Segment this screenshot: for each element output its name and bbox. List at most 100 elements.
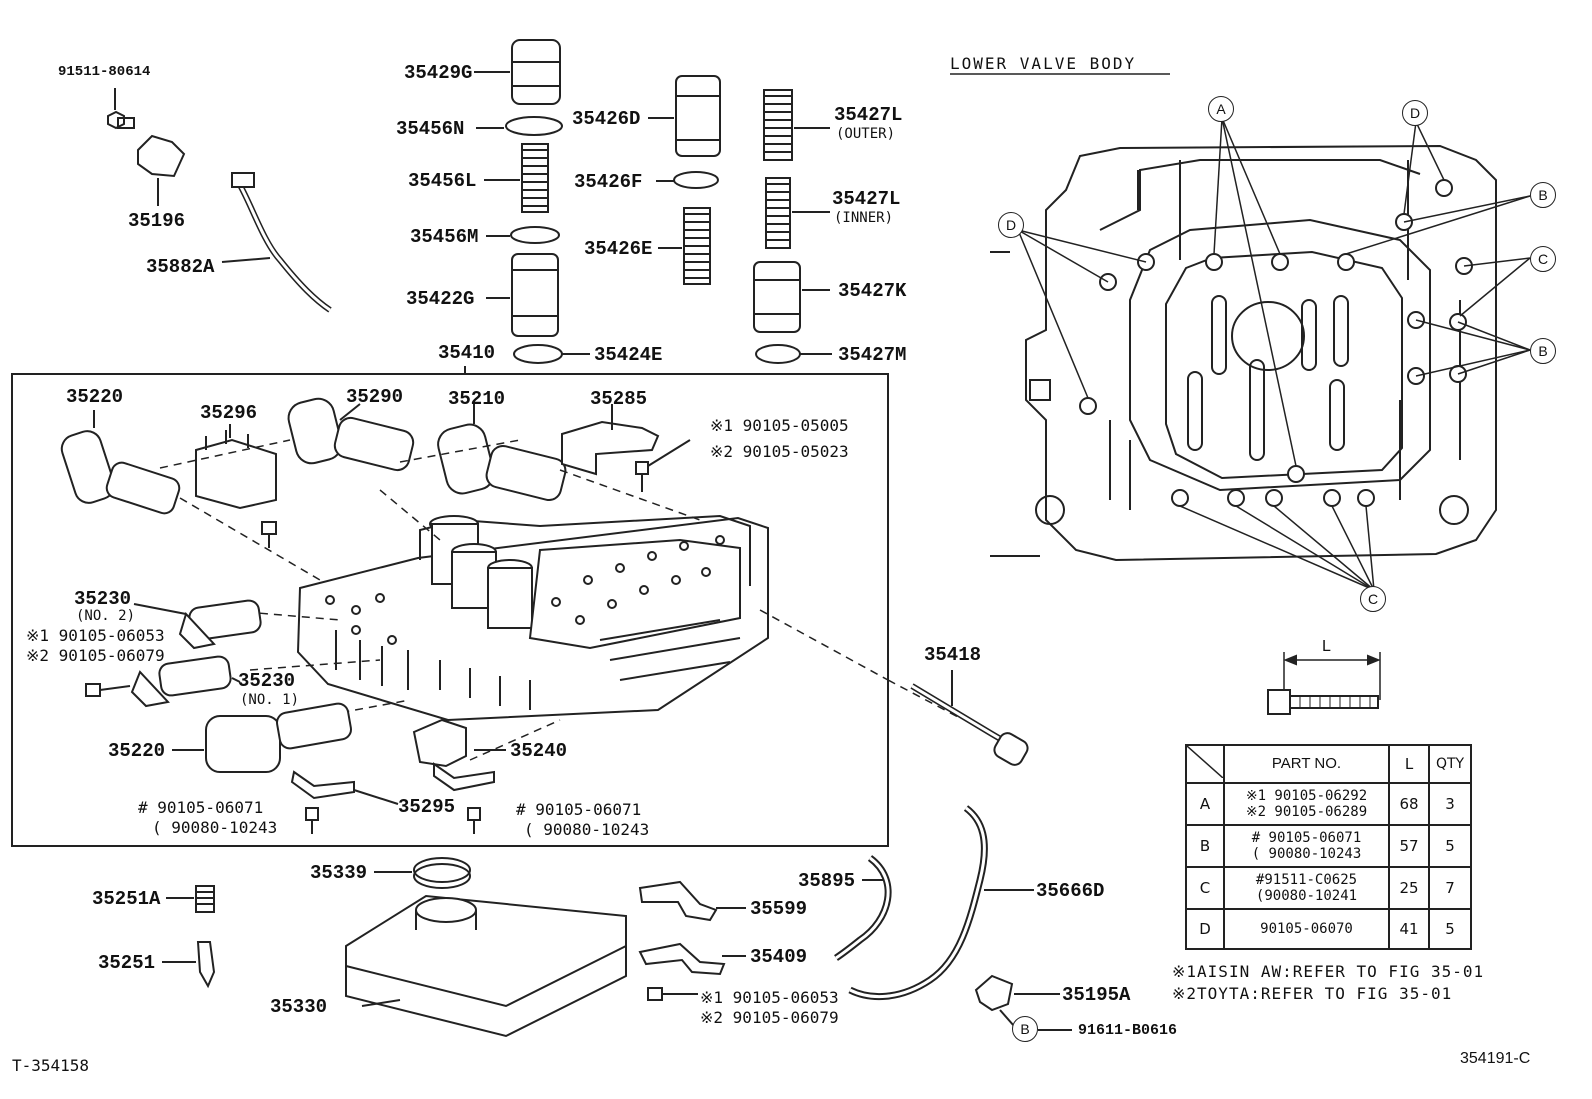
solenoid-35290-icon [287, 397, 415, 472]
label-35296: 35296 [200, 402, 258, 424]
length-label: L [1322, 638, 1331, 655]
lower-valve-body-view [950, 73, 1531, 591]
label-35426F: 35426F [574, 171, 643, 193]
label-35240: 35240 [510, 740, 568, 762]
table-row: B # 90105-06071( 90080-10243 57 5 [1185, 824, 1472, 868]
solenoid-35220-top-icon [60, 410, 181, 515]
row-qty: 5 [1428, 824, 1472, 868]
row-part-2: ※2 90105-06289 [1245, 804, 1368, 820]
bracket-35599-icon [638, 880, 746, 922]
bracket-35196-icon [137, 134, 186, 206]
row-key: B [1185, 824, 1225, 868]
tube-35666D-icon [848, 805, 1034, 1001]
label-35424E: 35424E [594, 344, 663, 366]
label-35220-top: 35220 [66, 386, 124, 408]
label-35666D: 35666D [1036, 880, 1105, 902]
oring-35456M-icon [510, 226, 560, 244]
callout-d-left: D [998, 212, 1024, 238]
callout-c-bottom: C [1360, 586, 1386, 612]
label-bolt5-a: ※1 90105-06053 [700, 988, 839, 1007]
label-35599: 35599 [750, 898, 808, 920]
bolt-35409-icon [647, 987, 698, 1001]
solenoid-35210-icon [437, 404, 567, 502]
bracket-35409-icon [638, 942, 746, 976]
label-35210: 35210 [448, 388, 506, 410]
label-35295: 35295 [398, 796, 456, 818]
note-aisin: ※1AISIN AW:REFER TO FIG 35-01 [1172, 962, 1485, 981]
label-no1: (NO. 1) [240, 692, 300, 708]
row-key: C [1185, 866, 1225, 910]
label-no2: (NO. 2) [76, 608, 136, 624]
row-key: D [1185, 908, 1225, 950]
bracket-35285-icon [561, 404, 660, 476]
table-row: A ※1 90105-06292※2 90105-06289 68 3 [1185, 782, 1472, 826]
label-35339: 35339 [310, 862, 368, 884]
row-length: 57 [1388, 824, 1430, 868]
label-bolt5-b: ※2 90105-06079 [700, 1008, 839, 1027]
bolt-35285-icon [635, 439, 691, 492]
wire-35418-icon [910, 670, 1029, 766]
label-35422G: 35422G [406, 288, 475, 310]
label-35230-no2: 35230 [74, 588, 132, 610]
bolt-91511-80614-icon [107, 88, 135, 130]
header-qty: QTY [1428, 744, 1472, 784]
spring-35426E-icon [658, 207, 711, 285]
label-35427K: 35427K [838, 280, 907, 302]
bolt-35296-icon [261, 521, 277, 548]
corner-diagonal [1186, 745, 1224, 779]
label-bolt4-b: ( 90080-10243 [524, 820, 650, 839]
row-part-2: ( 90080-10243 [1251, 846, 1362, 862]
callout-c-right: C [1530, 246, 1556, 272]
label-bolt1-a: ※1 90105-05005 [710, 416, 849, 435]
solenoid-35230-no2-icon [133, 599, 262, 650]
bolt-table: PART NO. L QTY A ※1 90105-06292※2 90105-… [1185, 744, 1472, 950]
solenoid-35240-icon [412, 718, 506, 792]
label-35290: 35290 [346, 386, 404, 408]
row-part: # 90105-06071( 90080-10243 [1223, 824, 1390, 868]
sleeve-35427K-icon [753, 261, 830, 333]
lower-valve-body-title: LOWER VALVE BODY [950, 54, 1137, 73]
solenoid-35220-bottom-icon [172, 702, 352, 773]
label-35895: 35895 [798, 870, 856, 892]
label-outer: (OUTER) [836, 126, 896, 142]
row-part-2: (90080-10241 [1255, 888, 1358, 904]
oring-35427M-icon [755, 344, 801, 364]
label-35285: 35285 [590, 388, 648, 410]
row-length: 68 [1388, 782, 1430, 826]
callout-b-lower: B [1530, 338, 1556, 364]
label-35456M: 35456M [410, 226, 479, 248]
row-length: 25 [1388, 866, 1430, 910]
label-bolt2-b: ※2 90105-06079 [26, 646, 165, 665]
label-35251: 35251 [98, 952, 156, 974]
filter-35330-icon [345, 894, 627, 1038]
callout-b-upper: B [1530, 182, 1556, 208]
row-qty: 3 [1428, 782, 1472, 826]
row-qty: 5 [1428, 908, 1472, 950]
label-35426E: 35426E [584, 238, 653, 260]
footer-right-code: 354191-C [1460, 1050, 1531, 1067]
spring-35427L-outer-icon [763, 89, 830, 161]
bolt-length-dimension [1267, 652, 1381, 715]
valve-body-35410-icon [296, 514, 769, 722]
header-part-no: PART NO. [1223, 744, 1390, 784]
label-bolt4-a: # 90105-06071 [516, 800, 642, 819]
table-header-row: PART NO. L QTY [1185, 744, 1472, 784]
table-row: C #91511-C0625(90080-10241 25 7 [1185, 866, 1472, 910]
bracket-35296-icon [195, 424, 277, 510]
seal-35339-icon [413, 857, 471, 883]
row-part-1: 90105-06070 [1260, 921, 1353, 937]
label-35427L-outer: 35427L [834, 104, 903, 126]
oring-35424E-icon [513, 344, 563, 364]
label-91611-B0616: 91611-B0616 [1078, 1022, 1178, 1039]
label-35230-no1: 35230 [238, 670, 296, 692]
row-qty: 7 [1428, 866, 1472, 910]
row-part: #91511-C0625(90080-10241 [1223, 866, 1390, 910]
bolt-35230-icon [85, 683, 131, 697]
solenoid-35230-no1-icon [130, 655, 241, 708]
row-part-1: # 90105-06071 [1251, 830, 1362, 846]
row-part-1: ※1 90105-06292 [1245, 788, 1368, 804]
label-bolt1-b: ※2 90105-05023 [710, 442, 849, 461]
oring-35456N-icon [505, 116, 563, 136]
note-toyota: ※2TOYTA:REFER TO FIG 35-01 [1172, 984, 1453, 1003]
